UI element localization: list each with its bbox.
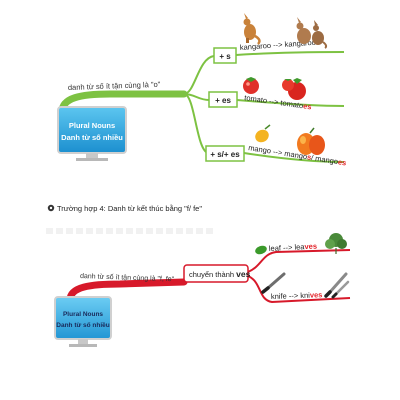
rule-line-2 <box>236 99 345 107</box>
branch-label-1: danh từ số ít tận cùng là "o" <box>68 80 161 92</box>
section2-title: Trường hợp 4: Danh từ kết thúc bằng "f/ … <box>57 204 202 213</box>
center-subtitle-1: Danh từ số nhiều <box>61 133 123 142</box>
tag-box-es <box>208 91 238 108</box>
branch-s <box>183 55 215 95</box>
kangaroo-icon <box>296 17 328 49</box>
rule-line-1 <box>235 51 345 56</box>
tag-s: + s <box>219 52 231 61</box>
clover-bullet-icon <box>47 204 55 212</box>
monitor-1: Plural Nouns Danh từ số nhiều <box>57 106 127 161</box>
mango-icon <box>297 127 325 155</box>
kangaroo-icon <box>243 13 261 45</box>
leaf-icon <box>255 245 267 255</box>
branch-label-2: danh từ số ít tận cùng là "f, fe" <box>80 271 175 283</box>
tag-box-s <box>213 47 237 64</box>
faded-divider <box>46 228 216 234</box>
knife-icon <box>324 272 350 299</box>
section2-heading: Trường hợp 4: Danh từ kết thúc bằng "f/ … <box>47 204 202 213</box>
rule-text-knife: knife --> knives <box>271 290 323 301</box>
mango-icon <box>255 124 271 143</box>
connector-box <box>183 264 249 283</box>
tag-box-ses <box>205 145 245 162</box>
tomato-icon <box>243 77 259 94</box>
leaf-icon <box>325 233 347 254</box>
center-title-1: Plural Nouns <box>69 121 115 130</box>
center-subtitle-2: Danh từ số nhiều <box>56 320 109 329</box>
tag-es: + es <box>215 96 231 105</box>
branch-knife <box>247 275 351 304</box>
rule-text-leaf: leaf --> leaves <box>269 241 318 253</box>
branch-leaf <box>247 249 351 273</box>
rule-text-2: tomato --> tomatoes <box>244 93 312 111</box>
center-title-2: Plural Nouns <box>63 311 103 318</box>
tomato-icon <box>282 78 306 100</box>
section1-diagram: + s + es + s/+ es danh từ số ít tận cùng… <box>57 13 347 167</box>
rule-line-3 <box>243 152 345 163</box>
branch-ses <box>183 93 209 154</box>
knife-icon <box>261 272 286 294</box>
connector-text: chuyển thành ves <box>189 269 251 279</box>
tag-ses: + s/+ es <box>210 150 240 159</box>
section2-diagram: danh từ số ít tận cùng là "f, fe" chuyển… <box>54 233 351 347</box>
monitor-2: Plural Nouns Danh từ số nhiều <box>54 296 112 347</box>
